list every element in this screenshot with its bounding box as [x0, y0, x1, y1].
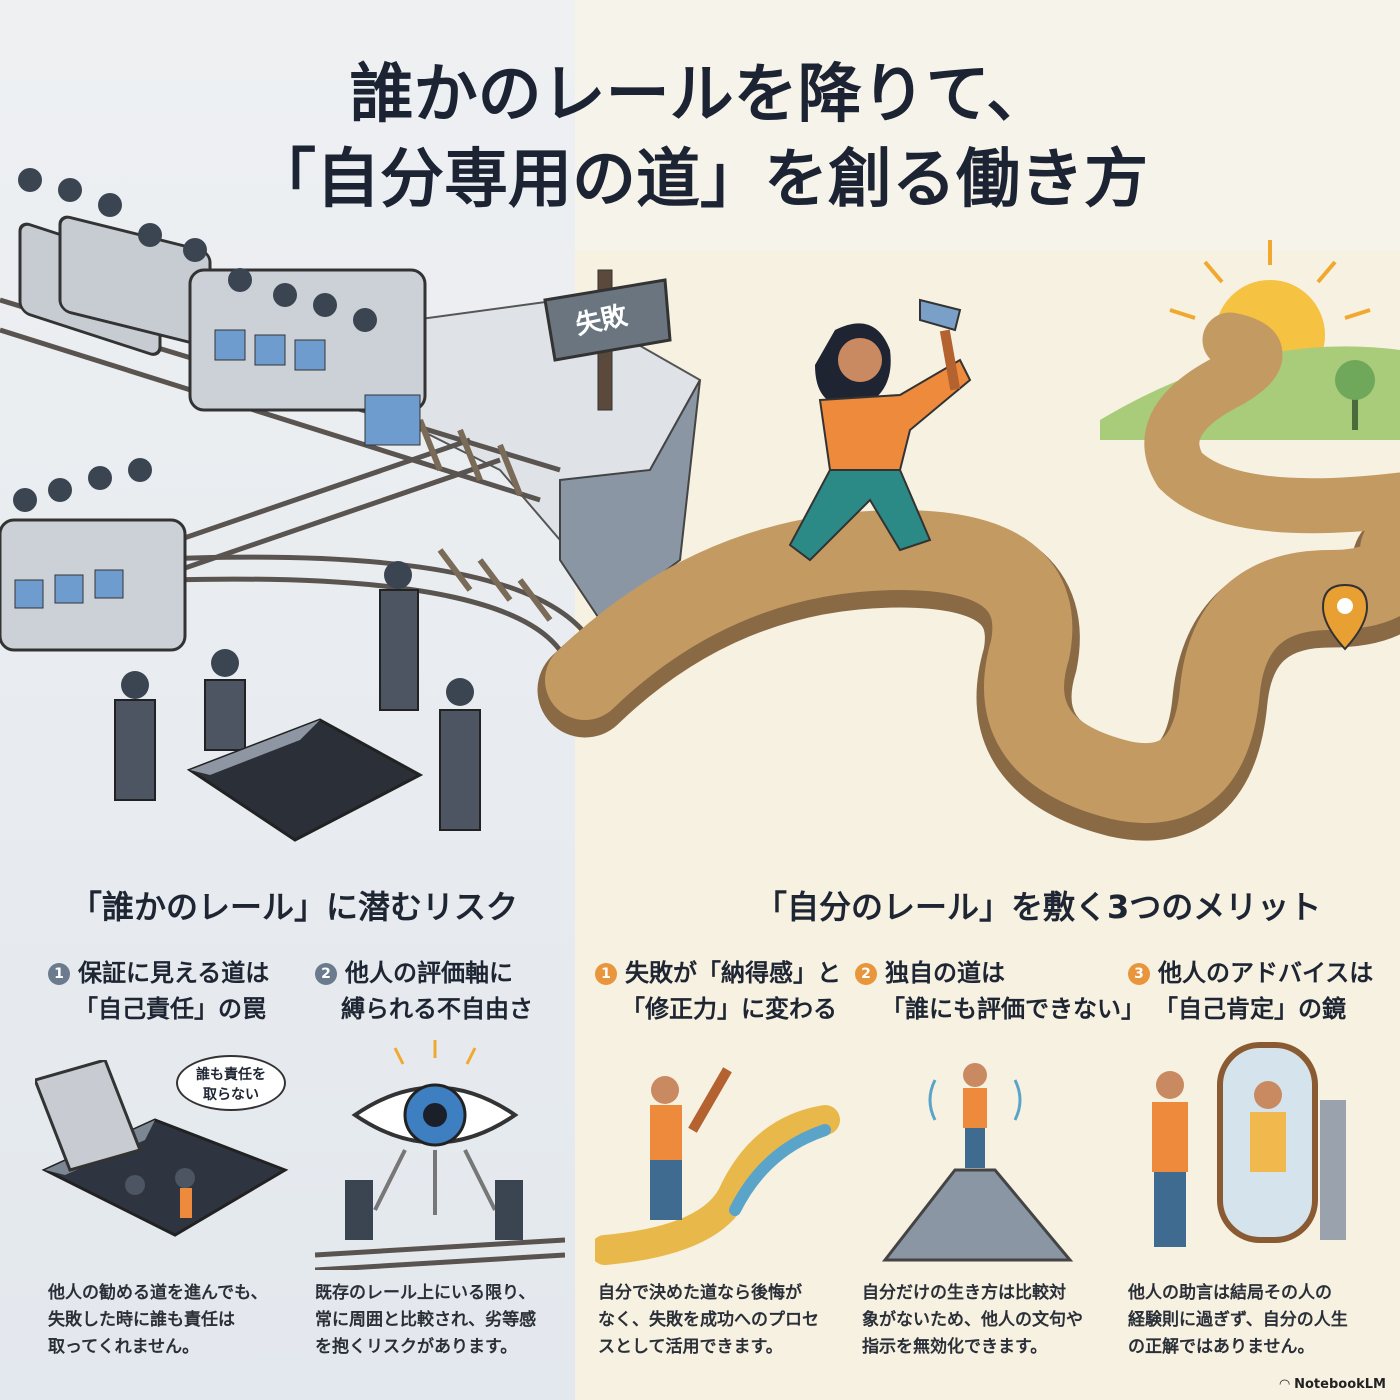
left-item-2-body: 既存のレール上にいる限り、 常に周囲と比較され、劣等感 を抱くリスクがあります。: [315, 1283, 537, 1357]
failure-signpost: [543, 269, 672, 411]
title-line-2: 「自分専用の道」を創る働き方: [252, 143, 1148, 217]
right-item-1-body: 自分で決めた道なら後悔が なく、失敗を成功へのプロセ スとして活用できます。: [598, 1283, 819, 1357]
number-badge: 2: [315, 963, 337, 985]
speech-bubble: 誰も責任を 取らない: [176, 1055, 286, 1111]
left-section-heading: 「誰かのレール」に潜むリスク: [70, 888, 519, 926]
trapdoor-illustration: [35, 1060, 289, 1237]
road-far: [1144, 312, 1400, 534]
number-badge: 3: [1128, 963, 1150, 985]
number-badge: 1: [595, 963, 617, 985]
right-item-2-body: 自分だけの生き方は比較対 象がないため、他人の文句や 指示を無効化できます。: [862, 1283, 1083, 1357]
number-badge: 1: [48, 963, 70, 985]
left-item-1-body: 他人の勧める道を進んでも、 失敗した時に誰も責任は 取ってくれません。: [48, 1283, 268, 1357]
cliff-face: [559, 379, 701, 622]
office-workers: [114, 561, 481, 842]
train-upper: [18, 168, 427, 446]
right-section-heading: 「自分のレール」を敷く3つのメリット: [755, 888, 1322, 926]
train-lower: [0, 458, 187, 652]
mirror-illustration: [1152, 1042, 1346, 1247]
page-title: 誰かのレールを降りて、 「自分専用の道」を創る働き方: [0, 55, 1400, 225]
right-item-3-body: 他人の助言は結局その人の 経験則に過ぎず、自分の人生 の正解ではありません。: [1128, 1283, 1348, 1357]
eye-chains-illustration: [315, 1040, 565, 1270]
notebook-icon: ◠: [1279, 1377, 1295, 1392]
brand-watermark: ◠ NotebookLM: [1279, 1377, 1386, 1392]
path-builder-illustration: [595, 1067, 840, 1265]
road: [545, 509, 1400, 824]
woman-with-hammer: [788, 298, 972, 562]
rail-ties: [417, 418, 553, 622]
title-line-1: 誰かのレールを降りて、: [349, 58, 1051, 132]
number-badge: 2: [855, 963, 877, 985]
mountain-peak-illustration: [881, 1063, 1074, 1262]
tree: [1335, 360, 1375, 430]
location-pin: [1321, 583, 1369, 651]
